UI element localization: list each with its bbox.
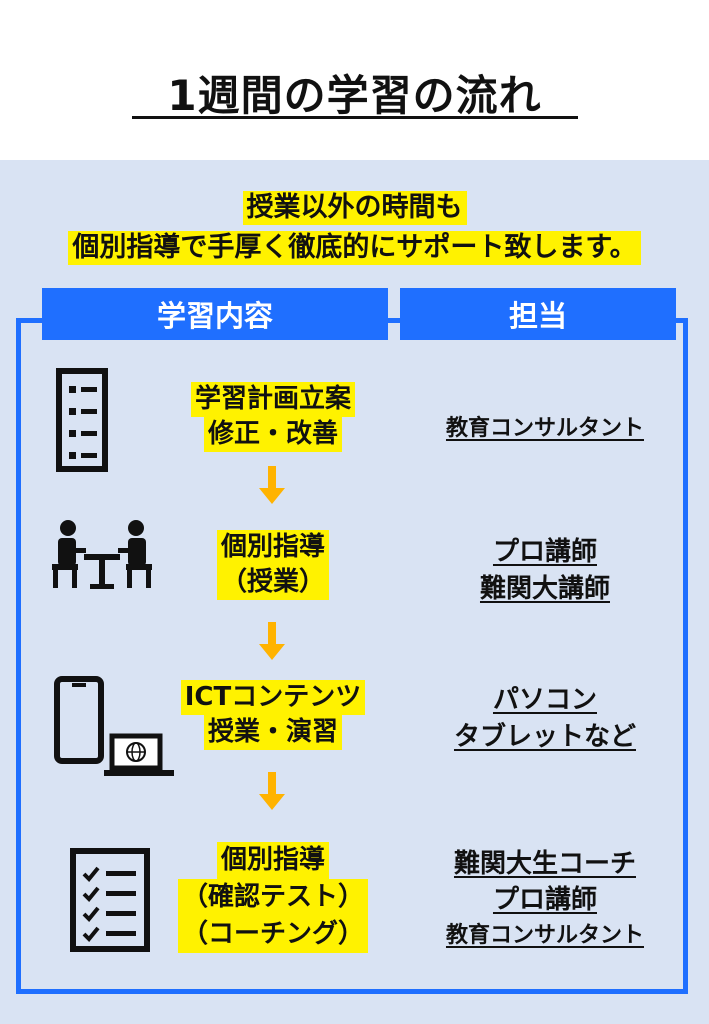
tutoring-icon [52, 520, 152, 589]
intro-line-2: 個別指導で手厚く徹底的にサポート致します。 [68, 231, 641, 265]
step-2-line-1: 個別指導 [216, 530, 329, 565]
devices-icon [54, 676, 174, 776]
header-content: 学習内容 [42, 288, 388, 340]
title-underline [132, 116, 578, 119]
step-3-owner: パソコン タブレットなど [412, 682, 678, 756]
step-2-label: 個別指導 （授業） [150, 530, 396, 600]
step-3-owner-1: パソコン [492, 685, 597, 715]
step-2-line-2: （授業） [216, 565, 329, 600]
checklist-check-icon [70, 848, 150, 952]
step-3-owner-2: タブレットなど [453, 722, 636, 752]
step-2-owner-2: 難関大講師 [479, 574, 610, 604]
step-4-owner-2: プロ講師 [492, 885, 597, 915]
title-area: 1週間の学習の流れ [0, 0, 709, 160]
step-3-line-2: 授業・演習 [203, 715, 342, 750]
step-2-owner: プロ講師 難関大講師 [412, 534, 678, 608]
step-4-label: 個別指導 （確認テスト） （コーチング） [150, 842, 396, 953]
step-4-owner: 難関大生コーチ プロ講師 教育コンサルタント [412, 846, 678, 954]
step-2-owner-1: プロ講師 [492, 537, 597, 567]
step-4-owner-3: 教育コンサルタント [445, 923, 644, 948]
step-4-owner-1: 難関大生コーチ [453, 849, 636, 879]
step-3-label: ICTコンテンツ 授業・演習 [150, 680, 396, 750]
step-1-line-1: 学習計画立案 [190, 382, 355, 417]
intro-line-1: 授業以外の時間も [242, 191, 467, 225]
header-owner: 担当 [400, 288, 676, 340]
step-1-owner-1: 教育コンサルタント [445, 416, 644, 441]
intro-text: 授業以外の時間も 個別指導で手厚く徹底的にサポート致します。 [0, 188, 709, 268]
arrow-down-icon [259, 772, 285, 810]
step-1-label: 学習計画立案 修正・改善 [150, 382, 396, 452]
step-4-line-2: （確認テスト） [177, 879, 368, 916]
checklist-icon [56, 368, 108, 472]
step-1-line-2: 修正・改善 [203, 417, 342, 452]
step-1-owner: 教育コンサルタント [412, 414, 678, 444]
step-4-line-1: 個別指導 [216, 842, 329, 879]
page-title: 1週間の学習の流れ [167, 71, 542, 120]
arrow-down-icon [259, 466, 285, 504]
step-3-line-1: ICTコンテンツ [180, 680, 366, 715]
arrow-down-icon [259, 622, 285, 660]
step-4-line-3: （コーチング） [177, 916, 368, 953]
